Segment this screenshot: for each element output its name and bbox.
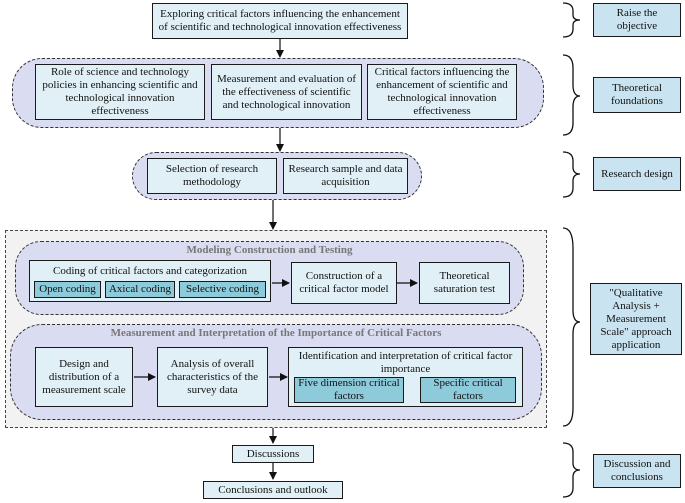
theory-box-policy-role: Role of science and technology policies … — [35, 64, 205, 120]
label-theoretical-foundations: Theoretical foundations — [593, 77, 681, 113]
brace-qualitative — [562, 227, 581, 427]
label-research-design: Research design — [593, 157, 681, 191]
label-qualitative-approach: "Qualitative Analysis + Measurement Scal… — [590, 283, 682, 355]
specific-factors-box: Specific critical factors — [420, 377, 516, 403]
five-dimension-box: Five dimension critical factors — [294, 377, 404, 403]
label-discussion-conclusions: Discussion and conclusions — [593, 454, 681, 488]
theory-box-critical-factors: Critical factors influencing the enhance… — [367, 64, 517, 120]
measurement-title: Measurement and Interpretation of the Im… — [110, 327, 442, 339]
design-box-methodology: Selection of research methodology — [147, 158, 277, 194]
conclusions-box: Conclusions and outlook — [203, 481, 343, 499]
brace-theoretical — [562, 54, 581, 136]
modeling-title: Modeling Construction and Testing — [186, 244, 353, 256]
identification-title: Identification and interpretation of cri… — [298, 350, 513, 375]
coding-title: Coding of critical factors and categoriz… — [53, 265, 247, 277]
saturation-test-box: Theoretical saturation test — [419, 262, 510, 304]
braces — [562, 2, 581, 498]
axical-coding-box: Axical coding — [105, 281, 175, 298]
design-box-sample: Research sample and data acquisition — [283, 158, 408, 194]
survey-analysis-box: Analysis of overall characteristics of t… — [157, 347, 268, 407]
measurement-scale-box: Design and distribution of a measurement… — [35, 347, 133, 407]
discussions-box: Discussions — [232, 445, 314, 463]
objective-box: Exploring critical factors influencing t… — [152, 3, 408, 39]
brace-research — [562, 151, 581, 198]
label-raise-objective: Raise the objective — [593, 3, 681, 37]
theory-box-measurement: Measurement and evaluation of the effect… — [211, 64, 362, 120]
brace-discussion — [562, 442, 581, 498]
open-coding-box: Open coding — [34, 281, 101, 298]
selective-coding-box: Selective coding — [179, 281, 266, 298]
critical-factor-model-box: Construction of a critical factor model — [291, 262, 397, 304]
brace-raise — [562, 2, 581, 38]
